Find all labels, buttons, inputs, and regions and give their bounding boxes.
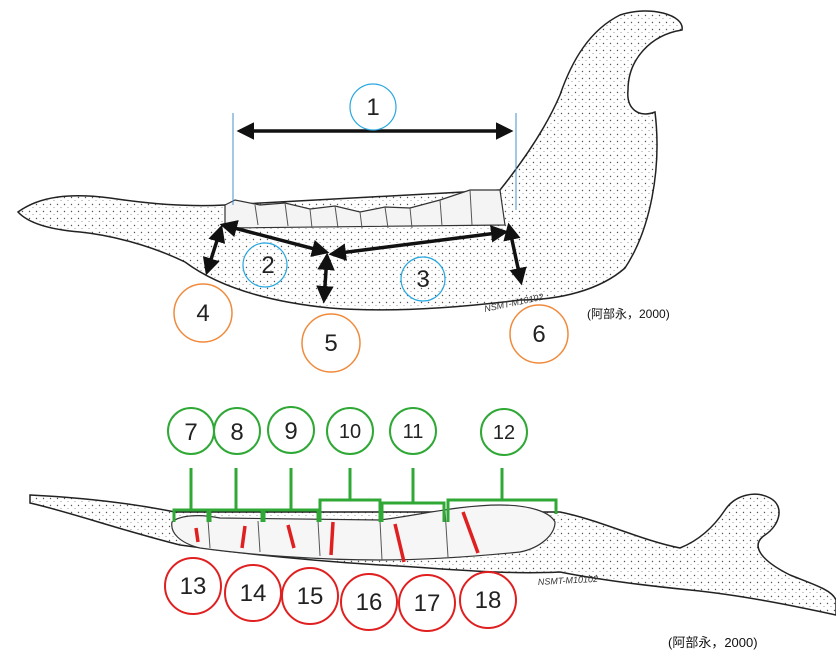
svg-text:15: 15 xyxy=(297,583,324,610)
label-9: 9 xyxy=(268,407,314,453)
svg-text:2: 2 xyxy=(261,252,274,279)
svg-text:3: 3 xyxy=(416,266,429,293)
label-15: 15 xyxy=(282,568,338,624)
label-16: 16 xyxy=(341,574,397,630)
label-13: 13 xyxy=(165,558,221,614)
svg-text:13: 13 xyxy=(180,573,207,600)
label-7: 7 xyxy=(168,408,214,454)
label-12: 12 xyxy=(481,409,527,455)
label-6: 6 xyxy=(510,305,568,363)
svg-text:1: 1 xyxy=(366,94,379,121)
label-8: 8 xyxy=(214,408,260,454)
svg-text:6: 6 xyxy=(532,321,545,348)
label-4: 4 xyxy=(174,284,232,342)
label-10: 10 xyxy=(327,408,373,454)
label-14: 14 xyxy=(225,565,281,621)
top-mandible-drawing: NSMT-M10102 xyxy=(18,11,682,314)
svg-text:7: 7 xyxy=(184,419,197,446)
svg-text:5: 5 xyxy=(324,330,337,357)
bottom-citation: (阿部永，2000) xyxy=(668,635,758,650)
svg-text:14: 14 xyxy=(240,580,267,607)
top-citation: (阿部永，2000) xyxy=(587,306,670,321)
svg-text:12: 12 xyxy=(493,422,515,444)
svg-text:16: 16 xyxy=(356,589,383,616)
label-18: 18 xyxy=(460,572,516,628)
svg-text:18: 18 xyxy=(475,587,502,614)
svg-text:8: 8 xyxy=(230,419,243,446)
label-17: 17 xyxy=(399,575,455,631)
svg-text:17: 17 xyxy=(414,590,441,617)
svg-text:9: 9 xyxy=(284,418,297,445)
specimen-label-bottom: NSMT-M10102 xyxy=(538,574,599,587)
label-1: 1 xyxy=(350,84,396,130)
label-5: 5 xyxy=(302,314,360,372)
tooth-length-labels: 7 8 9 10 11 12 xyxy=(168,407,527,455)
label-11: 11 xyxy=(390,408,436,454)
svg-text:10: 10 xyxy=(339,421,361,443)
svg-text:11: 11 xyxy=(403,421,424,443)
svg-text:4: 4 xyxy=(196,300,209,327)
